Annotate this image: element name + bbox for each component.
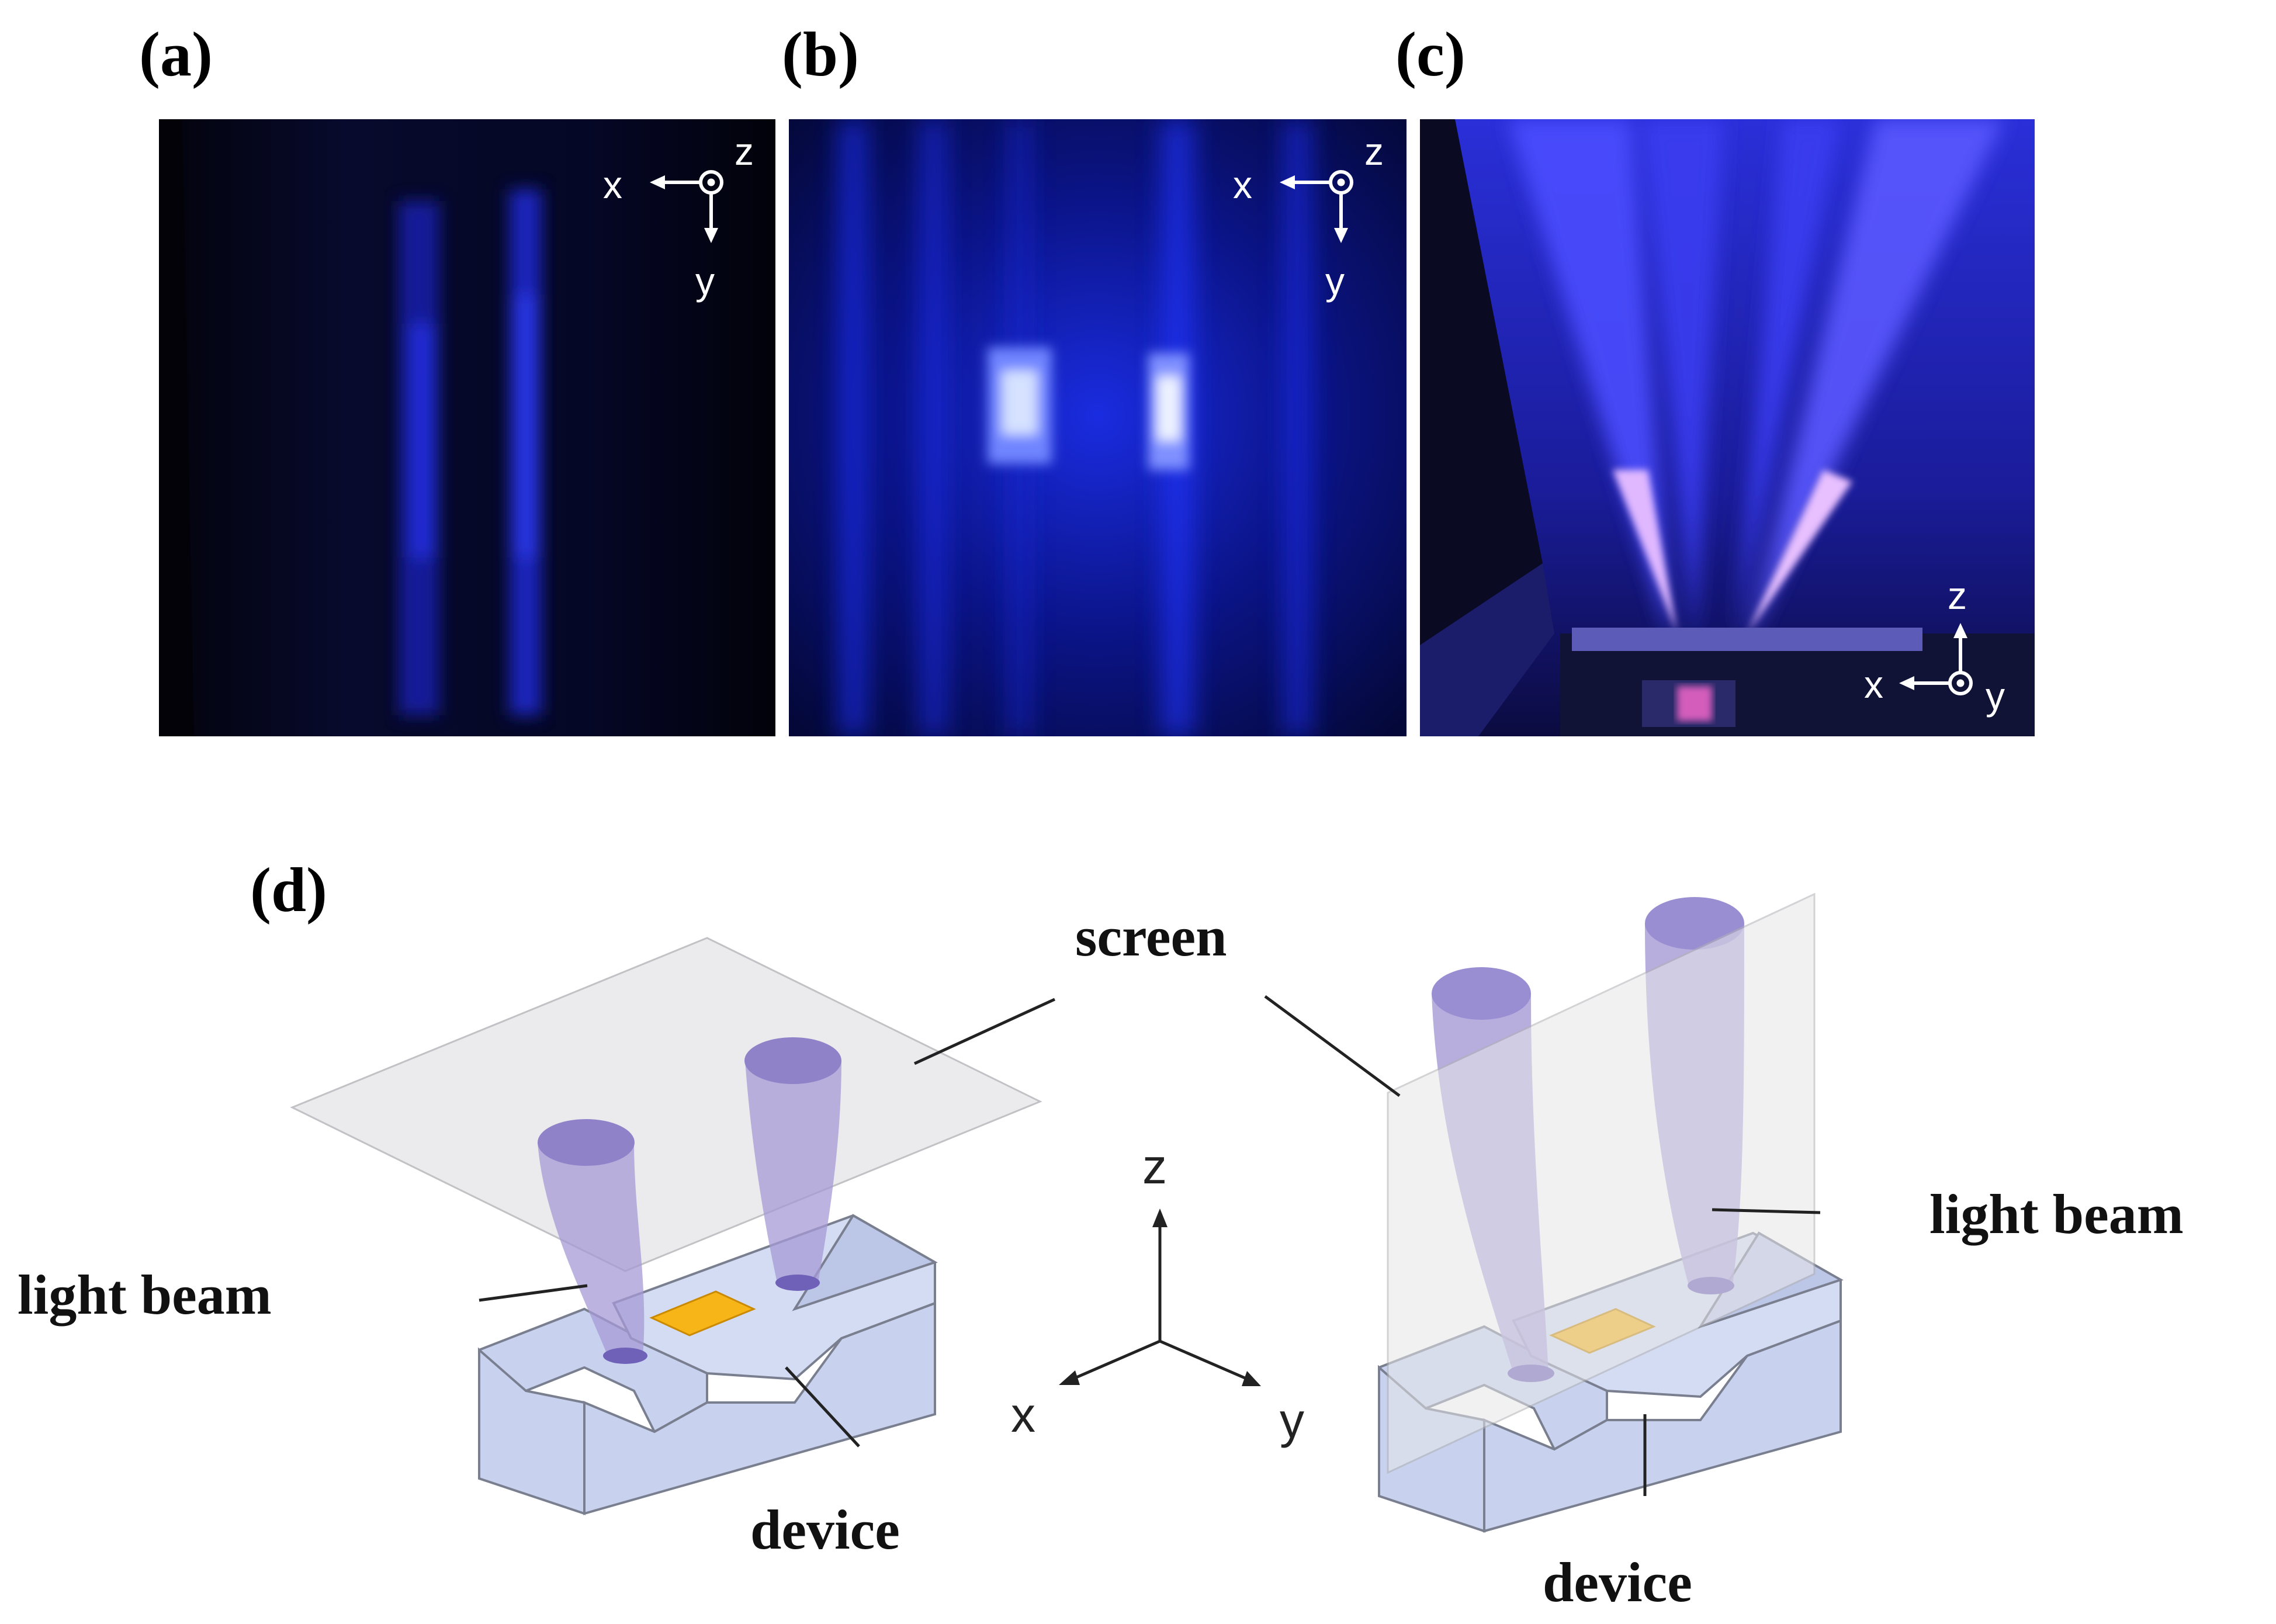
axis-label-z-d: z	[1142, 1139, 1167, 1194]
axis-label-x-c: x	[1864, 663, 1883, 706]
callout-light-beam-left: light beam	[18, 1263, 272, 1326]
axis-label-z-b: z	[1364, 130, 1384, 173]
right-setup	[1378, 892, 1844, 1533]
leader-beam-right	[1712, 1208, 1821, 1214]
axis-label-x-a: x	[603, 163, 622, 206]
photo-panel-b: x z y	[789, 119, 1407, 736]
leader-screen-right	[1264, 995, 1401, 1097]
axis-label-z-a: z	[735, 130, 754, 173]
center-axes	[1059, 1209, 1261, 1386]
left-setup	[290, 937, 1042, 1515]
callout-light-beam-right: light beam	[1929, 1183, 2184, 1245]
photo-panel-c: z x y	[1420, 119, 2035, 736]
panel-label-d: (d)	[250, 856, 327, 925]
axis-label-y-d: y	[1280, 1393, 1304, 1448]
panel-label-c: (c)	[1395, 20, 1466, 89]
left-chip	[649, 1290, 756, 1336]
leader-screen-left	[913, 998, 1056, 1065]
photo-panel-a: x z y	[159, 119, 775, 736]
axis-label-x-b: x	[1233, 163, 1252, 206]
left-device	[478, 1214, 938, 1515]
axis-indicator-b	[1280, 170, 1353, 243]
callout-device-left: device	[750, 1498, 900, 1561]
leader-beam-left	[479, 1284, 588, 1302]
callout-screen: screen	[1075, 905, 1227, 968]
left-beam-1	[538, 1142, 645, 1356]
leader-device-left	[785, 1366, 860, 1448]
axis-indicator-c	[1899, 623, 1973, 695]
axis-label-y-c: y	[1986, 674, 2005, 718]
left-beam-2	[745, 1061, 841, 1283]
axis-label-z-c: z	[1948, 574, 1967, 617]
axis-label-y-a: y	[695, 259, 715, 303]
panel-label-b: (b)	[782, 20, 859, 89]
axis-label-y-b: y	[1325, 259, 1345, 303]
callout-device-right: device	[1543, 1551, 1692, 1613]
panel-label-a: (a)	[139, 20, 213, 89]
axis-indicator-a	[650, 170, 723, 243]
axis-label-x-d: x	[1011, 1387, 1035, 1442]
left-screen	[290, 937, 1042, 1272]
right-screen	[1387, 892, 1816, 1474]
